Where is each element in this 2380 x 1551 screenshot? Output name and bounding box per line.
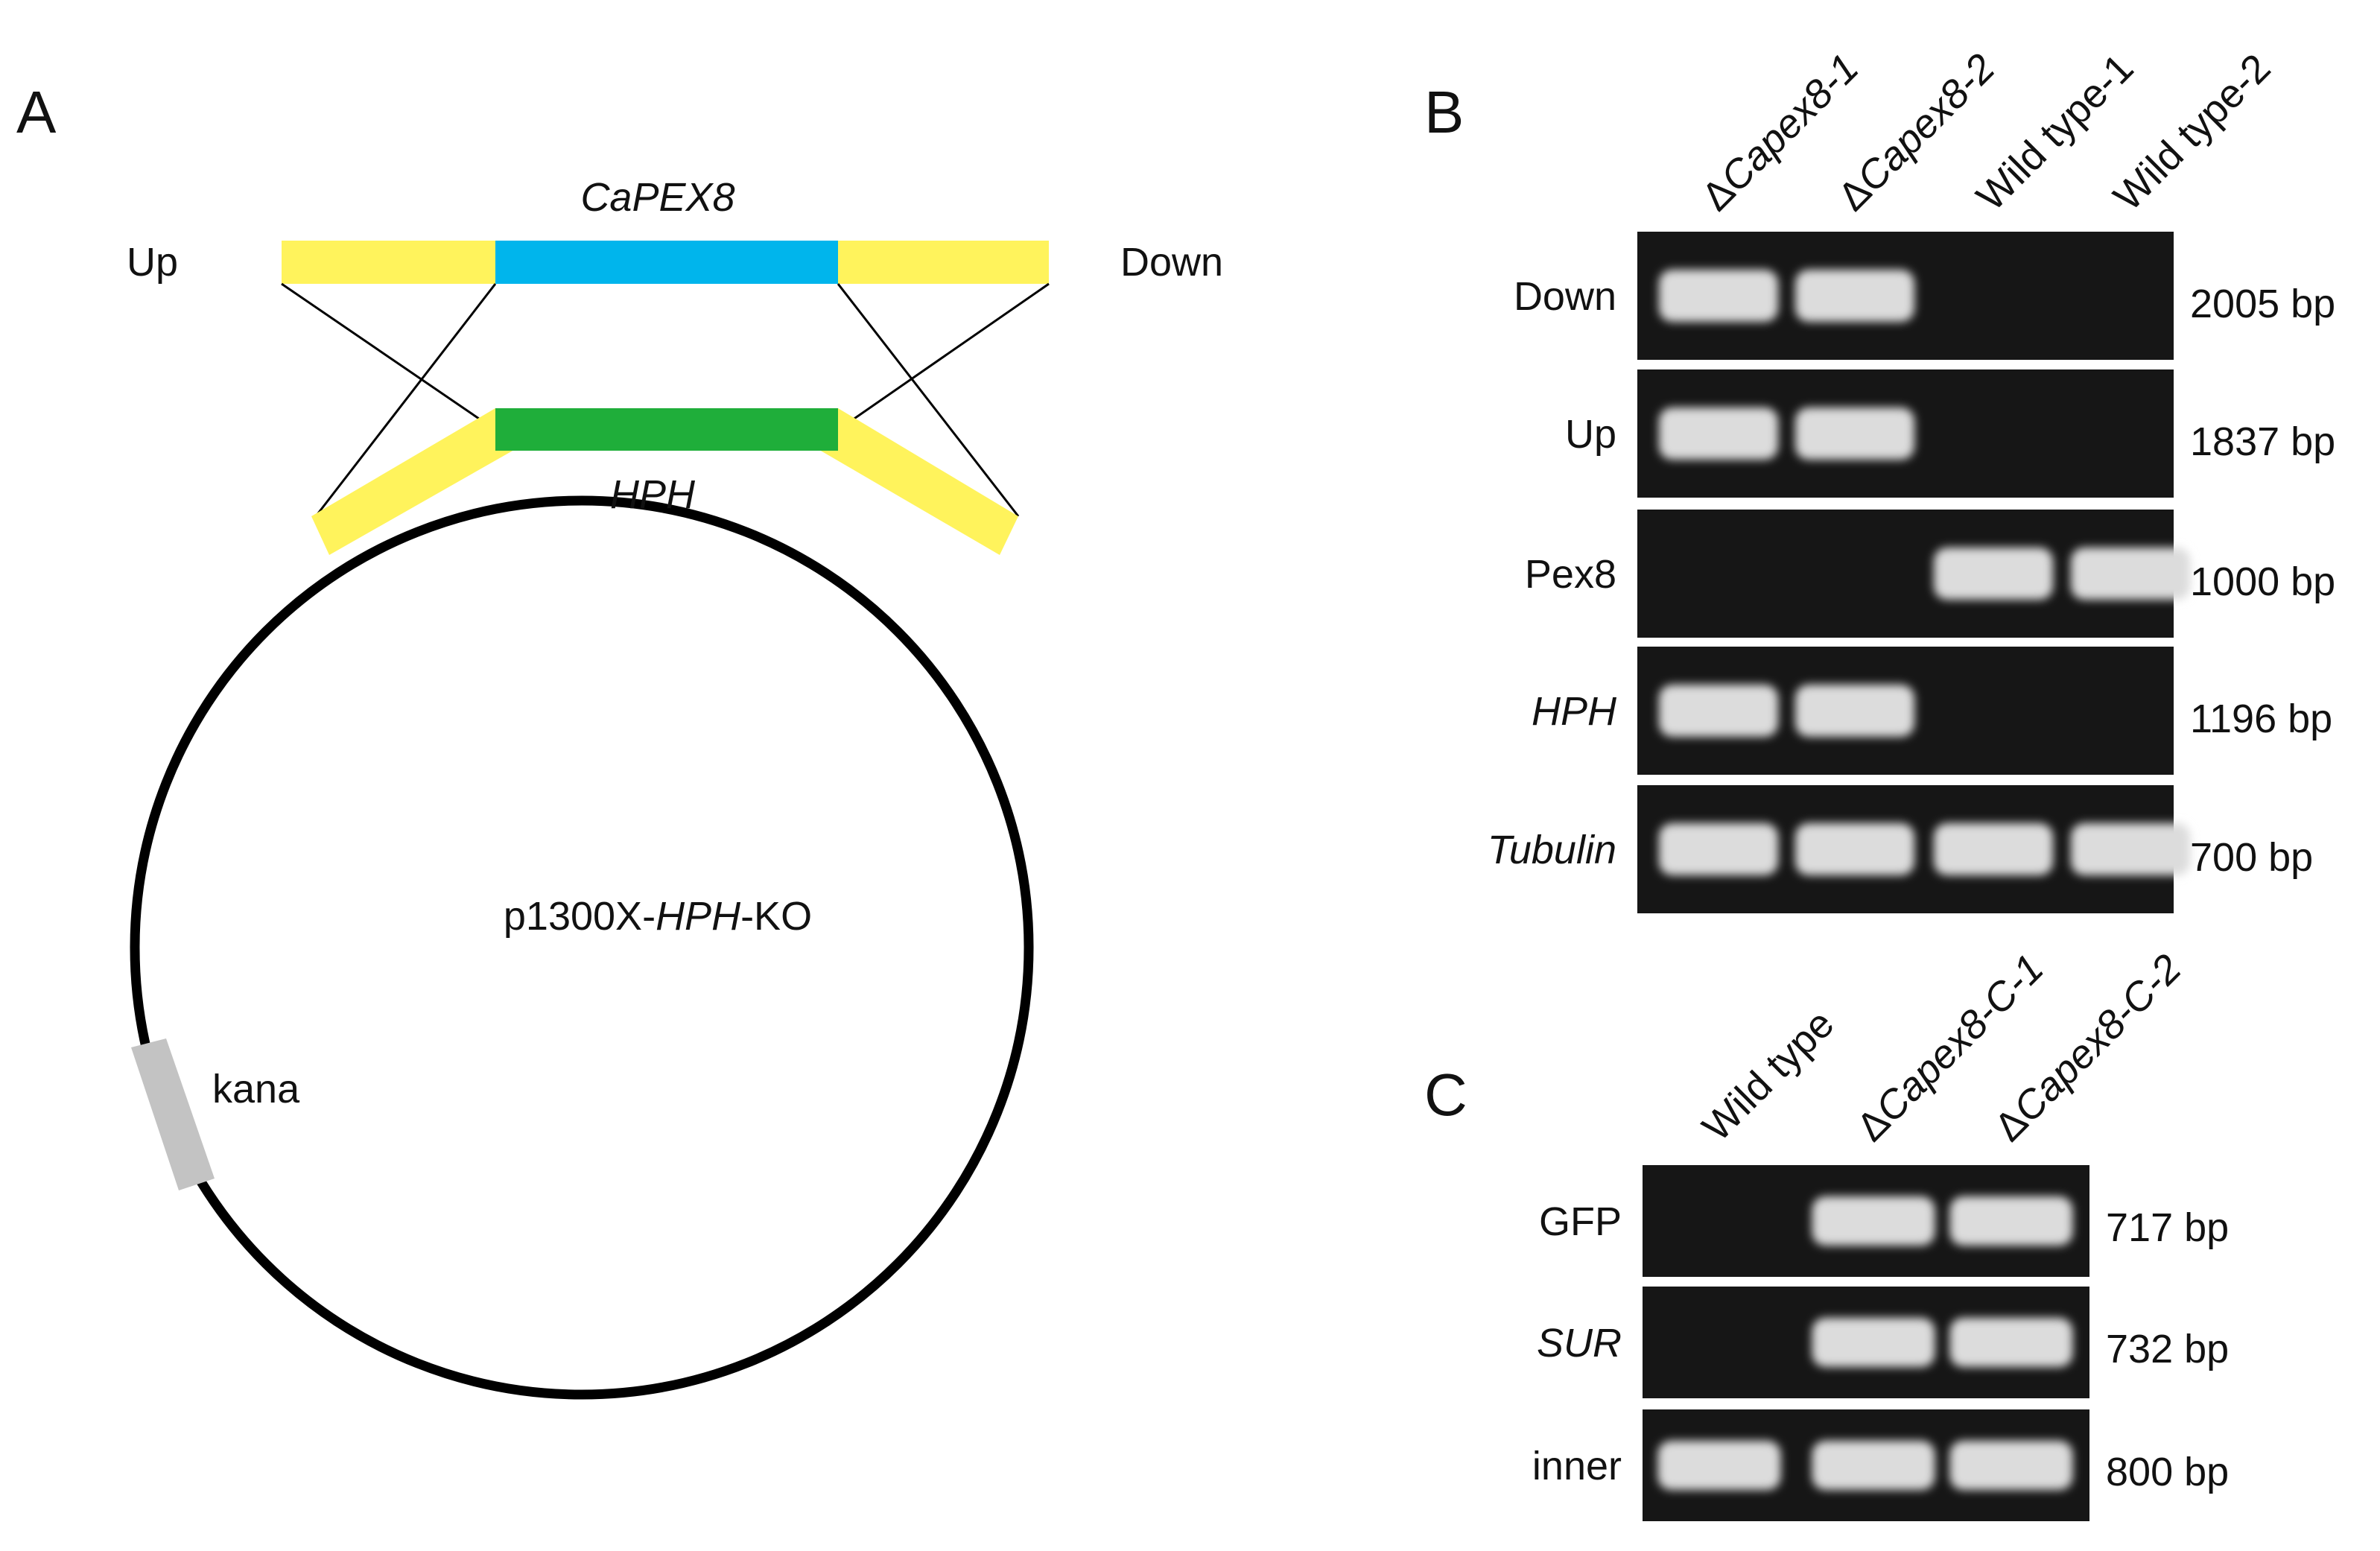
down-flank-label: Down (1120, 240, 1223, 285)
gel-band (1659, 823, 1778, 875)
gel-band (1949, 1441, 2073, 1490)
band-size-label: 1196 bp (2190, 697, 2332, 741)
marker-label: HPH (610, 472, 696, 517)
panel-a-letter: A (16, 79, 57, 145)
gel-band (1659, 270, 1778, 322)
gel-b: Down 2005 bp Up 1837 bp Pex8 1000 bp HPH 1196 b… (1488, 232, 2335, 913)
band-size-label: 1837 bp (2190, 419, 2335, 464)
kana-block (131, 1038, 215, 1190)
crossover-line (314, 283, 497, 517)
gel-band (1812, 1441, 1935, 1490)
gel-c: GFP 717 bp SUR 732 bp inner 800 bp (1532, 1165, 2229, 1521)
gel-band (1949, 1196, 2073, 1246)
band-size-label: 717 bp (2106, 1205, 2229, 1250)
gel-band (1659, 685, 1778, 737)
gel-row-label: Up (1565, 412, 1616, 457)
band-size-label: 800 bp (2106, 1450, 2229, 1494)
band-size-label: 700 bp (2190, 835, 2313, 880)
gel-band (1659, 407, 1778, 460)
plasmid-down-flank (819, 408, 1018, 555)
gel-band (1812, 1318, 1935, 1367)
gel-row-label: SUR (1537, 1321, 1622, 1366)
up-flank-block (282, 241, 495, 284)
gel-band (1657, 1441, 1781, 1490)
gel-band (1795, 270, 1914, 322)
gene-block (495, 241, 838, 284)
gel-band (1949, 1318, 2073, 1367)
gel-band (2071, 823, 2190, 875)
resistance-label: kana (212, 1067, 300, 1111)
down-flank-block (838, 241, 1049, 284)
gel-row-label: Tubulin (1488, 828, 1616, 872)
crossover-line (837, 282, 1050, 431)
plasmid-backbone (130, 495, 1034, 1400)
gel-band (1795, 685, 1914, 737)
gel-row-label: Down (1514, 274, 1616, 319)
band-size-label: 732 bp (2106, 1327, 2229, 1371)
lane-label: Wild type (1694, 1001, 1842, 1149)
band-size-label: 1000 bp (2190, 559, 2335, 604)
panel-c-letter: C (1424, 1062, 1467, 1128)
gel-row-label: HPH (1532, 689, 1617, 734)
gel-row-label: GFP (1539, 1199, 1622, 1244)
band-size-label: 2005 bp (2190, 282, 2335, 326)
panel-a: A CaPEX8 Up Down HPH kana p1300X-HPH-KO (16, 79, 1223, 1400)
panel-b-letter: B (1424, 79, 1464, 145)
crossover-line (837, 283, 1020, 517)
crossover-lines (281, 282, 1050, 517)
gel-row-label: Pex8 (1525, 552, 1616, 597)
gel-band (1812, 1196, 1935, 1246)
plasmid-name: p1300X-HPH-KO (504, 894, 812, 939)
plasmid-up-flank (311, 408, 514, 555)
gel-band (1795, 407, 1914, 460)
gel-band (2071, 548, 2190, 600)
gene-label: CaPEX8 (580, 175, 734, 220)
gel-band (1795, 823, 1914, 875)
gel-row-label: inner (1532, 1444, 1622, 1488)
gel-band (1934, 823, 2053, 875)
crossover-line (281, 282, 496, 431)
up-flank-label: Up (127, 240, 178, 285)
gel-band (1934, 548, 2053, 600)
marker-block (495, 408, 838, 451)
